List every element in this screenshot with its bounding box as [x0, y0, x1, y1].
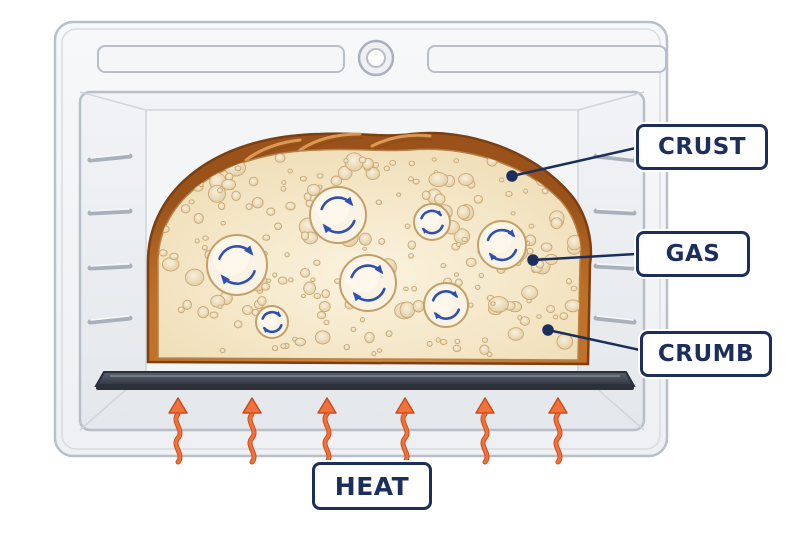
baking-tray	[94, 371, 636, 390]
gas-leader-line	[532, 252, 637, 262]
wavy-up-arrow-icon	[395, 397, 415, 465]
gas-bubbles	[206, 186, 527, 339]
wavy-up-arrow-icon	[317, 397, 337, 465]
wavy-up-arrow-icon	[242, 397, 262, 465]
circular-arrows-icon	[420, 209, 444, 235]
wavy-up-arrow-icon	[475, 397, 495, 465]
crust-leader-dot	[506, 170, 518, 182]
crumb-leader-line	[547, 328, 641, 352]
bread-loaf	[146, 131, 593, 366]
gas-bubble	[413, 203, 451, 241]
heat-arrows	[168, 397, 568, 465]
gas-bubble	[309, 186, 367, 244]
circular-arrows-icon	[320, 196, 356, 234]
crumb-leader-dot	[542, 324, 554, 336]
circular-arrows-icon	[486, 228, 518, 262]
crumb-label: CRUMB	[640, 331, 772, 377]
gas-bubble	[255, 305, 289, 339]
gas-bubble	[423, 282, 469, 328]
rack-rails-right	[593, 153, 637, 325]
gas-bubble	[206, 234, 268, 296]
leader-lines	[506, 146, 641, 352]
crust-label: CRUST	[636, 124, 768, 170]
heat-label: HEAT	[312, 462, 432, 510]
wavy-up-arrow-icon	[168, 397, 188, 465]
gas-bubble	[339, 254, 397, 312]
gas-label: GAS	[636, 231, 750, 277]
gas-leader-dot	[527, 254, 539, 266]
crust-leader-line	[511, 146, 637, 178]
wavy-up-arrow-icon	[548, 397, 568, 465]
rack-rails-left	[87, 153, 133, 325]
circular-arrows-icon	[218, 245, 256, 285]
circular-arrows-icon	[431, 290, 461, 320]
gas-bubble	[477, 220, 527, 270]
circular-arrows-icon	[350, 264, 386, 302]
circular-arrows-icon	[261, 310, 283, 334]
